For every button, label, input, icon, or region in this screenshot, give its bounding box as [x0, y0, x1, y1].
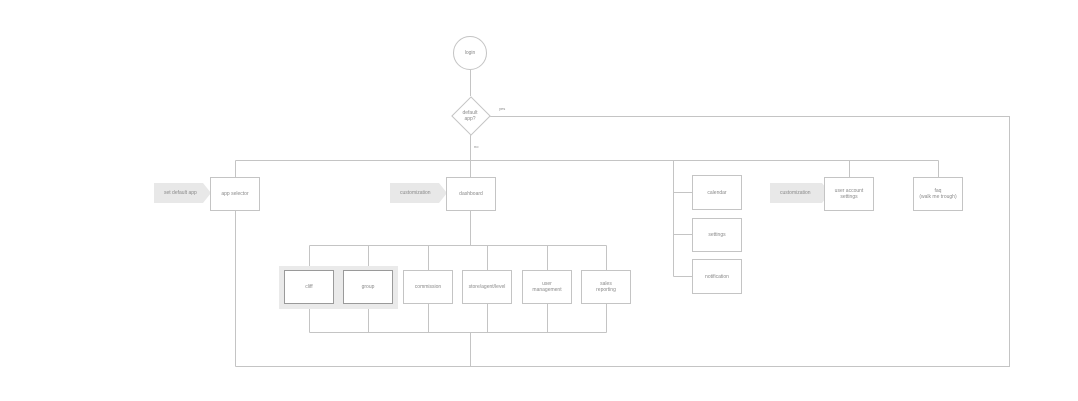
user-management-node: user management: [522, 270, 572, 304]
notification-node: notification: [692, 259, 742, 294]
group-node: group: [343, 270, 393, 304]
sales-reporting-node: sales reporting: [581, 270, 631, 304]
decision-label: default app?: [462, 110, 478, 122]
no-label: no: [474, 144, 479, 149]
user-account-settings-node: user account settings: [824, 177, 874, 211]
app-selector-node: app selector: [210, 177, 260, 211]
customization-account-tag: customization: [770, 183, 830, 203]
dashboard-node: dashboard: [446, 177, 496, 211]
calendar-node: calendar: [692, 175, 742, 210]
store-agent-level-node: store/agent/level: [462, 270, 512, 304]
commission-node: commission: [403, 270, 453, 304]
cliff-node: cliff: [284, 270, 334, 304]
faq-node: faq (walk me trough): [913, 177, 963, 211]
customization-dashboard-tag: customization: [390, 183, 447, 203]
settings-node: settings: [692, 218, 742, 252]
login-node: login: [453, 36, 487, 70]
set-default-app-tag: set default app: [154, 183, 211, 203]
connector-yes: [235, 116, 1010, 367]
yes-label: yes: [499, 106, 506, 111]
